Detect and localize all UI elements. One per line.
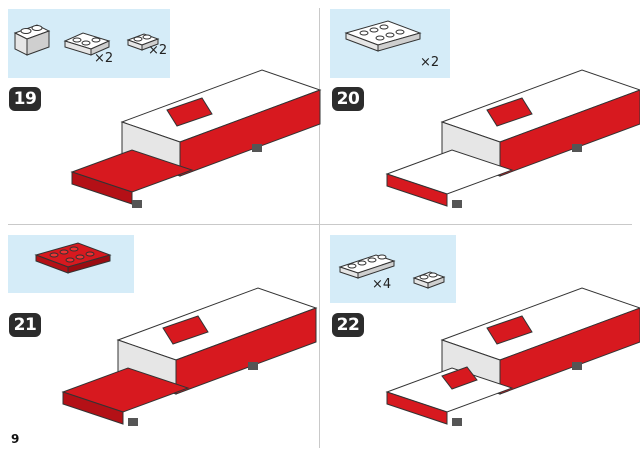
divider-vertical <box>319 8 320 448</box>
model-illustration-21 <box>61 287 318 426</box>
model-illustration-20 <box>385 69 640 208</box>
model-illustration-19 <box>70 69 322 208</box>
part-white-1x2-plate <box>126 33 160 51</box>
step-number-badge: 21 <box>9 313 41 337</box>
parts-callout-21 <box>8 235 134 293</box>
part-white-1x2-brick <box>13 24 51 56</box>
step-number-badge: 20 <box>332 87 364 111</box>
step-number-badge: 22 <box>332 313 364 337</box>
part-white-2x4-plate <box>344 20 422 52</box>
page-number: 9 <box>11 432 20 446</box>
step-number-badge: 19 <box>9 87 41 111</box>
step-21: 21 <box>0 225 319 449</box>
parts-callout-20: ×2 <box>330 9 450 78</box>
step-20: ×2 20 <box>320 0 640 224</box>
parts-callout-19: ×2 ×2 <box>8 9 170 78</box>
part-white-1x4-plate <box>338 254 396 279</box>
qty-label: ×4 <box>372 277 392 292</box>
parts-callout-22: ×4 <box>330 235 456 303</box>
qty-label: ×2 <box>420 55 440 70</box>
step-19: ×2 ×2 19 <box>0 0 322 224</box>
qty-label: ×2 <box>148 43 168 58</box>
divider-horizontal <box>8 224 632 225</box>
part-red-2x4-plate <box>34 242 112 274</box>
part-white-2x2-corner-plate <box>63 32 111 56</box>
qty-label: ×2 <box>94 51 114 66</box>
model-illustration-22 <box>385 287 640 426</box>
part-white-1x2-plate <box>412 271 446 289</box>
step-22: ×4 22 <box>320 225 640 449</box>
